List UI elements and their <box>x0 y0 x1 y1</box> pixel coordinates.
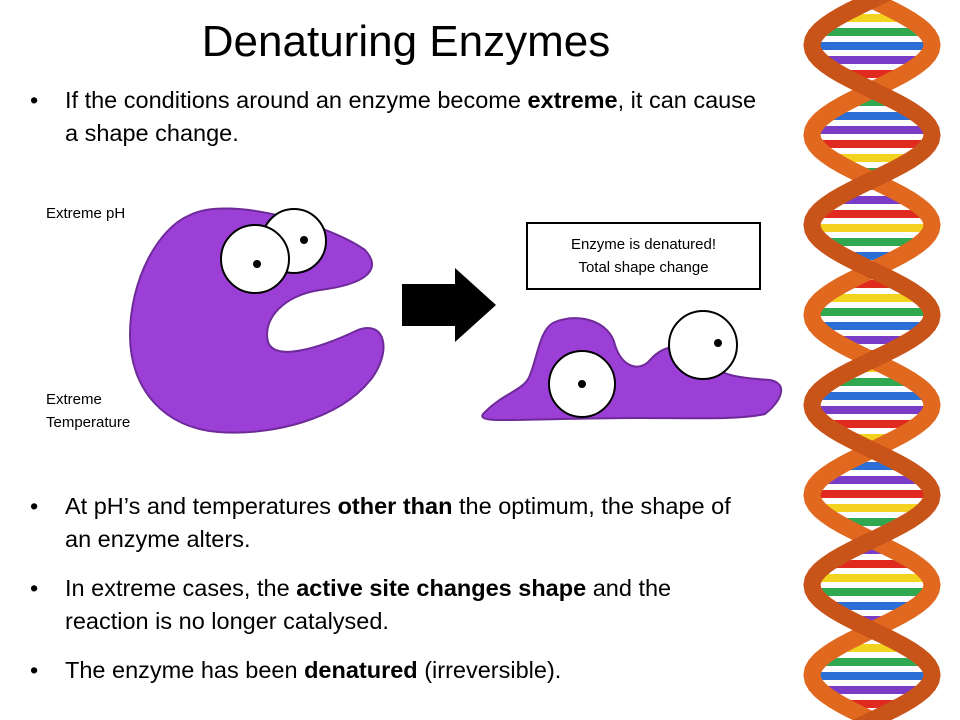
bullet-text: If the conditions around an enzyme becom… <box>65 84 760 150</box>
bullet-text: The enzyme has been denatured (irreversi… <box>65 654 760 687</box>
bullet-item: • In extreme cases, the active site chan… <box>30 572 760 638</box>
bullet-item: • The enzyme has been denatured (irrever… <box>30 654 760 687</box>
label-extreme-ph: Extreme pH <box>46 205 126 222</box>
denatured-callout: Enzyme is denatured! Total shape change <box>526 222 761 290</box>
bullet-item: • At pH’s and temperatures other than th… <box>30 490 760 556</box>
bullet-text-part: and the reaction is no longer catalysed. <box>65 575 672 634</box>
bullet-item: • If the conditions around an enzyme bec… <box>30 84 760 150</box>
bullet-dot: • <box>30 493 39 519</box>
bullet-text-part: If the conditions around an enzyme becom… <box>65 87 528 113</box>
dna-strand <box>803 0 941 720</box>
eye <box>668 310 738 380</box>
bullet-emphasis: other than <box>337 493 453 519</box>
eye <box>220 224 290 294</box>
bullet-emphasis: denatured <box>304 657 418 683</box>
enzyme-normal <box>128 207 385 434</box>
right-arrow-icon <box>402 268 496 342</box>
bullet-text-part: (irreversible). <box>417 657 562 683</box>
callout-line: Total shape change <box>578 259 709 276</box>
bullet-dot: • <box>30 657 39 683</box>
bullet-text-part: The enzyme has been <box>65 657 305 683</box>
label-temp-line: Temperature <box>46 414 131 431</box>
bullet-dot: • <box>30 87 39 113</box>
bullet-text: In extreme cases, the active site change… <box>65 572 760 638</box>
callout-line: Enzyme is denatured! <box>570 236 717 253</box>
bullet-text-part: At pH’s and temperatures <box>65 493 338 519</box>
bullet-emphasis: extreme <box>527 87 618 113</box>
label-extreme-temperature: Extreme Temperature <box>46 388 130 434</box>
bullet-dot: • <box>30 575 39 601</box>
eye <box>548 350 616 418</box>
bullet-emphasis: active site changes shape <box>296 575 587 601</box>
bullet-text-part: , it can cause a shape change. <box>65 87 757 146</box>
bullet-text-part: In extreme cases, the <box>65 575 297 601</box>
bullet-text-part: the optimum, the shape of an enzyme alte… <box>65 493 731 552</box>
enzyme-denatured <box>481 317 783 422</box>
slide-title: Denaturing Enzymes <box>201 17 611 66</box>
bullet-text: At pH’s and temperatures other than the … <box>65 490 760 556</box>
label-temp-line: Extreme <box>46 391 102 408</box>
